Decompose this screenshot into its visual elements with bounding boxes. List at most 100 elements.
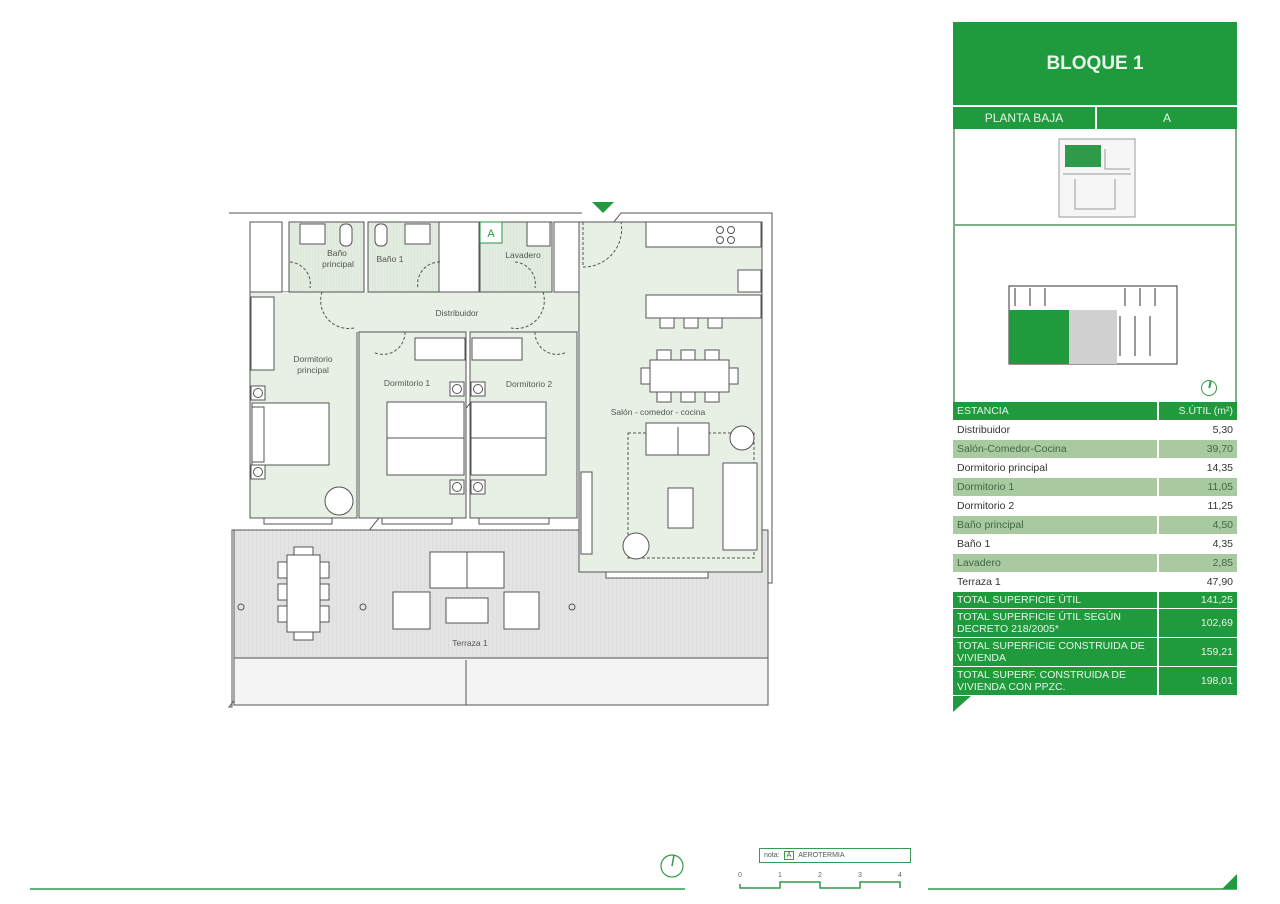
compass-icon [660,854,684,878]
shower-2 [438,221,480,293]
label-bano-principal-2: principal [322,259,354,269]
label-distribuidor: Distribuidor [436,308,479,318]
toilet [339,223,353,247]
floor-label: PLANTA BAJA [953,107,1097,129]
scale-bar [739,881,901,889]
building-thumbnail [953,129,1237,226]
table-header: ESTANCIA S.ÚTIL (m²) [953,402,1237,421]
room-area: 11,25 [1157,496,1237,516]
room-name: Dormitorio principal [953,458,1158,478]
total-row: TOTAL SUPERFICIE ÚTIL SEGÚN DECRETO 218/… [953,608,1237,638]
room-name: Terraza 1 [953,572,1158,592]
info-panel: BLOQUE 1 PLANTA BAJA A ESTANCIA S.ÚTIL (… [953,22,1237,712]
compass-icon [1201,380,1217,396]
total-value: 198,01 [1157,666,1237,696]
bed [251,402,330,466]
total-label: TOTAL SUPERF. CONSTRUIDA DE VIVIENDA CON… [953,666,1158,696]
room-area: 5,30 [1157,420,1237,440]
tv-unit [580,471,593,555]
entrance-arrow-icon [592,202,614,213]
room-area: 39,70 [1157,439,1237,459]
kitchen-sink [737,269,762,293]
unit-label: A [1162,111,1171,125]
room-name: Lavadero [953,553,1158,573]
corner-triangle [1222,874,1237,889]
shower-1 [249,221,283,293]
dining-table [649,359,730,393]
room-name: Dormitorio 2 [953,496,1158,516]
sofa [722,462,758,551]
scale-tick: 2 [818,872,822,879]
label-salon: Salón - comedor - cocina [611,407,706,417]
closet [553,221,580,293]
label-lavadero: Lavadero [505,250,541,260]
aerotermia-marker-label: A [487,228,495,240]
total-value: 159,21 [1157,637,1237,667]
label-dormitorio-principal-2: principal [297,365,329,375]
col-estancia: ESTANCIA [953,402,1158,421]
closet [414,337,466,361]
sink [404,223,431,245]
sink [299,223,326,245]
panel-corner-triangle [953,696,971,712]
scale-tick: 1 [778,872,782,879]
label-dormitorio-principal: Dormitorio [293,354,332,364]
nota-text: AEROTERMIA [798,852,845,859]
room-name: Distribuidor [953,420,1158,440]
room-area: 14,35 [1157,458,1237,478]
total-value: 102,69 [1157,608,1237,638]
aerotermia-marker [479,221,503,244]
room-name: Baño principal [953,515,1158,535]
room-area: 2,85 [1157,553,1237,573]
nota-label: nota: [764,852,780,859]
closet [250,296,275,371]
room-area: 4,50 [1157,515,1237,535]
total-label: TOTAL SUPERFICIE CONSTRUIDA DE VIVIENDA [953,637,1158,667]
kitchen-counter [645,221,762,248]
closet [471,337,523,361]
coffee-table [667,487,694,529]
col-sutil: S.ÚTIL (m²) [1157,402,1237,421]
total-row: TOTAL SUPERF. CONSTRUIDA DE VIVIENDA CON… [953,666,1237,696]
floor-unit-row: PLANTA BAJA A [953,107,1237,129]
label-terraza: Terraza 1 [452,638,488,648]
scale-tick: 0 [738,872,742,879]
toilet [374,223,388,247]
room-name: Dormitorio 1 [953,477,1158,497]
label-bano-1: Baño 1 [377,254,404,264]
room-name: Baño 1 [953,534,1158,554]
round-side-table [729,425,755,451]
scale-tick: 4 [898,872,902,879]
label-dormitorio-1: Dormitorio 1 [384,378,431,388]
total-label: TOTAL SUPERFICIE ÚTIL SEGÚN DECRETO 218/… [953,608,1158,638]
terrace-railing [233,657,769,706]
label-dormitorio-2: Dormitorio 2 [506,379,553,389]
room-name: Salón-Comedor-Cocina [953,439,1158,459]
legend-note: nota: A AEROTERMIA [759,848,911,863]
room-area: 11,05 [1157,477,1237,497]
room-area: 47,90 [1157,572,1237,592]
block-title: BLOQUE 1 [953,22,1237,105]
total-label: TOTAL SUPERFICIE ÚTIL [953,591,1158,609]
room-distribuidor [282,292,579,332]
nota-marker: A [783,851,795,860]
scale-tick: 3 [858,872,862,879]
terrace-table [286,554,321,633]
room-area: 4,35 [1157,534,1237,554]
kitchen-island [645,294,762,319]
washer [526,221,551,247]
key-plan [953,226,1237,402]
